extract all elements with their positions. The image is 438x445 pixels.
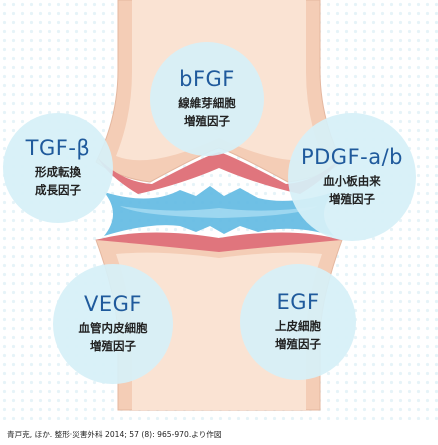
factor-name-bfgf: bFGF [179,66,235,91]
factor-desc-tgf-line1: 形成転換 [35,164,81,179]
factor-desc-pdgf-line1: 血小板由来 [323,173,381,188]
factor-desc-egf-line2: 増殖因子 [275,336,321,351]
factor-desc-bfgf-line1: 線維芽細胞 [178,95,236,110]
factor-name-egf: EGF [276,289,320,314]
factor-desc-vegf-line1: 血管内皮細胞 [78,320,148,335]
factor-name-tgf-beta: TGF-β [25,135,91,160]
source-citation: 青戸克, ほか. 整形·災害外科 2014; 57 (8): 965-970.よ… [7,430,222,439]
factor-desc-pdgf-line2: 増殖因子 [329,191,375,206]
vegf-bubble: VEGF 血管内皮細胞 増殖因子 [53,264,173,384]
factor-desc-bfgf-line2: 増殖因子 [184,113,230,128]
factor-desc-egf-line1: 上皮細胞 [275,318,321,333]
egf-bubble: EGF 上皮細胞 増殖因子 [240,264,356,380]
tibia-cartilage [96,232,342,252]
tgf-beta-bubble: TGF-β 形成転換 成長因子 [3,113,113,223]
factor-name-pdgf: PDGF-a/b [300,144,404,169]
joint-fluid-highlight [120,206,318,218]
pdgf-bubble: PDGF-a/b 血小板由来 増殖因子 [288,113,416,241]
factor-desc-vegf-line2: 増殖因子 [90,338,136,353]
femur-cartilage [98,152,340,194]
factor-desc-tgf-line2: 成長因子 [35,182,81,197]
bfgf-bubble: bFGF 線維芽細胞 増殖因子 [150,42,264,156]
factor-name-vegf: VEGF [84,291,142,316]
